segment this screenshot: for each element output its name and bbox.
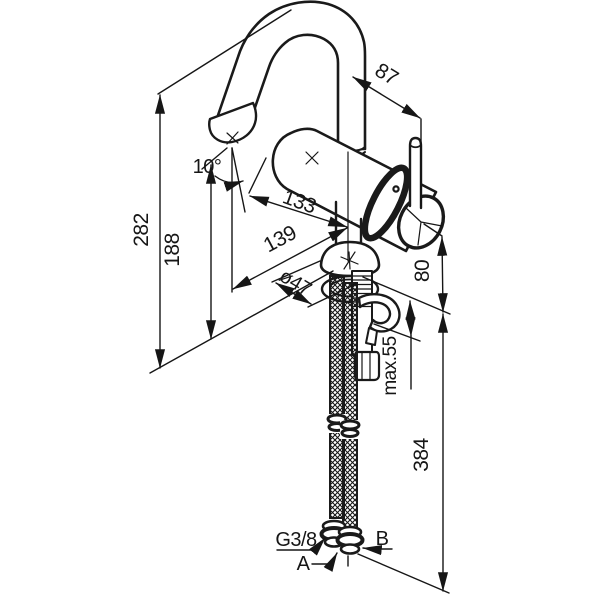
label-max55: max.55	[380, 336, 401, 395]
label-d47: ø47	[275, 265, 315, 301]
dim-line-80	[437, 236, 448, 313]
connector-b-end	[339, 543, 361, 555]
hose-right	[342, 282, 358, 531]
leader-g38	[276, 537, 326, 556]
label-a: A	[297, 553, 311, 575]
label-384: 384	[410, 437, 433, 471]
dim-line-139	[232, 227, 348, 290]
angle-arc-10deg	[214, 175, 244, 192]
extension-hose-end	[357, 553, 450, 594]
label-139: 139	[260, 221, 300, 257]
set-screw	[392, 185, 400, 193]
hose-right-coupling	[339, 419, 361, 431]
label-g38: G3/8	[275, 529, 317, 551]
hose-connectors	[319, 519, 365, 567]
aerator-tip	[208, 101, 258, 144]
hose-right-coupling2	[340, 428, 360, 438]
faucet-outline	[208, 0, 446, 567]
end-cap-center-mark	[405, 207, 443, 246]
aerator-center-mark	[226, 131, 239, 145]
body-center-mark	[305, 151, 319, 165]
clamp-hook	[357, 292, 401, 333]
label-282: 282	[130, 213, 153, 247]
extension-d47-left	[271, 260, 321, 283]
mounting-nut	[353, 350, 381, 382]
hose-left	[329, 275, 345, 519]
dim-line-133	[249, 195, 348, 228]
extension-body-end	[248, 157, 267, 194]
label-10deg: 10°	[193, 156, 222, 178]
extension-deck-right	[362, 276, 451, 315]
label-80: 80	[411, 260, 434, 282]
extension-d47-right	[307, 283, 357, 308]
dimension-labels: 282 188 10° 87 133 139 ø47 80 max.55 384…	[130, 59, 434, 575]
label-b: B	[376, 528, 389, 550]
extension-end-cap	[423, 223, 443, 237]
dim-line-d47	[275, 282, 312, 305]
dim-line-87	[352, 76, 421, 119]
label-87: 87	[371, 59, 402, 90]
extension-arch-top	[157, 9, 292, 95]
lever-handle	[408, 136, 423, 210]
dim-line-max55	[405, 300, 416, 337]
mounting-nut-faces	[361, 352, 371, 380]
label-188: 188	[161, 233, 184, 267]
dimension-lines	[149, 9, 451, 594]
leader-b	[362, 545, 393, 556]
extension-clamp	[373, 323, 421, 342]
angle-leg-10deg	[231, 147, 246, 213]
lever-top-edge	[409, 144, 422, 149]
clamp-hook-tab	[365, 327, 378, 346]
leader-a	[311, 552, 338, 572]
supply-hoses	[326, 275, 361, 531]
